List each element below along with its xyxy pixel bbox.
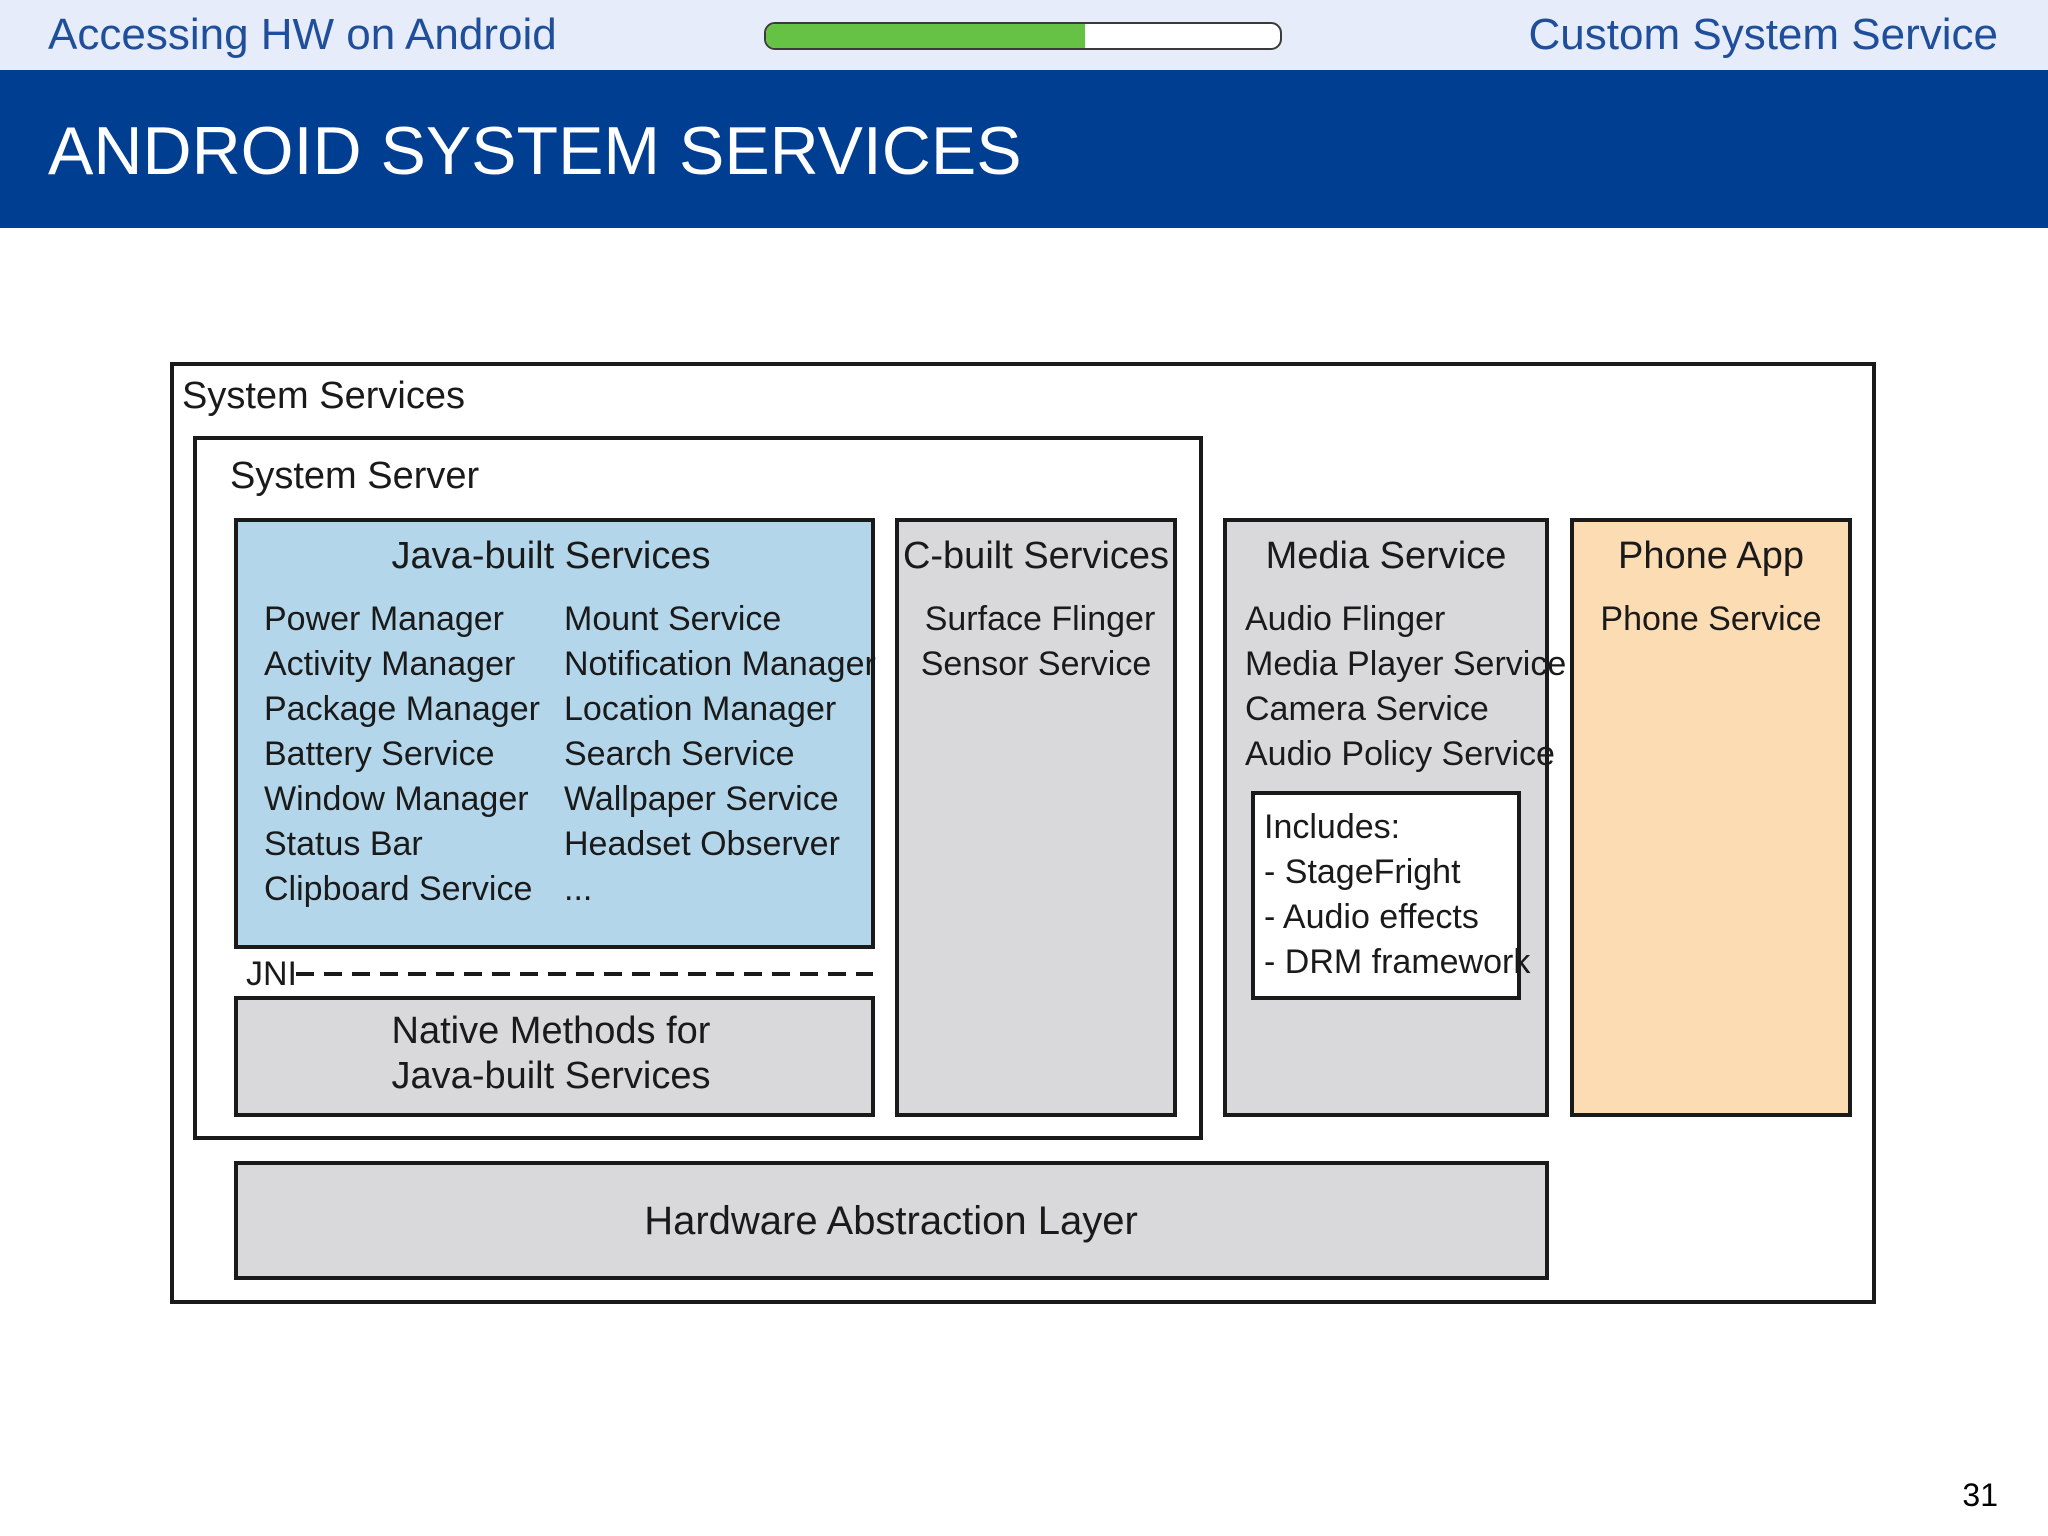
java-service-left-item: Battery Service bbox=[264, 735, 495, 773]
media-include-item: - StageFright bbox=[1264, 853, 1461, 891]
media-service-item: Camera Service bbox=[1245, 690, 1489, 728]
media-service-title: Media Service bbox=[1266, 535, 1507, 577]
c-services-box bbox=[895, 518, 1177, 1117]
java-service-right-item: Wallpaper Service bbox=[564, 780, 839, 818]
java-service-left-item: Power Manager bbox=[264, 600, 504, 638]
section-title: Custom System Service bbox=[1528, 10, 1998, 59]
c-services-item: Surface Flinger bbox=[925, 600, 1156, 638]
media-includes-box bbox=[1251, 791, 1521, 1000]
page-number: 31 bbox=[1962, 1477, 1998, 1513]
java-service-left-item: Status Bar bbox=[264, 825, 423, 863]
progress-bar bbox=[764, 22, 1282, 50]
phone-app-box bbox=[1570, 518, 1852, 1117]
media-include-item: Includes: bbox=[1264, 808, 1400, 846]
native-methods-line-2: Java-built Services bbox=[392, 1055, 711, 1097]
java-service-right-item: Search Service bbox=[564, 735, 795, 773]
media-includes-list: Includes: - StageFright - Audio effects - D… bbox=[1264, 808, 1531, 981]
hal-box bbox=[234, 1161, 1549, 1280]
java-service-right-item: Notification Manager bbox=[564, 645, 876, 683]
phone-app-item: Phone Service bbox=[1600, 600, 1821, 638]
presentation-title: Accessing HW on Android bbox=[48, 10, 557, 59]
native-methods-line-1: Native Methods for bbox=[392, 1010, 711, 1052]
progress-fill bbox=[766, 24, 1085, 48]
slide-title: ANDROID SYSTEM SERVICES bbox=[48, 113, 1022, 189]
java-services-box bbox=[234, 518, 875, 949]
java-service-left-item: Clipboard Service bbox=[264, 870, 532, 908]
java-service-left-item: Activity Manager bbox=[264, 645, 515, 683]
media-service-item: Media Player Service bbox=[1245, 645, 1566, 683]
java-services-title: Java-built Services bbox=[392, 535, 711, 577]
c-services-item: Sensor Service bbox=[921, 645, 1152, 683]
media-include-item: - DRM framework bbox=[1264, 943, 1531, 981]
media-service-item: Audio Policy Service bbox=[1245, 735, 1555, 773]
media-service-item: Audio Flinger bbox=[1245, 600, 1445, 638]
c-services-title: C-built Services bbox=[903, 535, 1169, 577]
java-service-right-item: Location Manager bbox=[564, 690, 836, 728]
title-band: ANDROID SYSTEM SERVICES bbox=[0, 70, 2048, 228]
java-service-right-item: Headset Observer bbox=[564, 825, 840, 863]
hal-label: Hardware Abstraction Layer bbox=[644, 1199, 1138, 1243]
java-service-right-item: ... bbox=[564, 870, 592, 908]
system-server-label: System Server bbox=[230, 455, 480, 497]
java-service-left-item: Package Manager bbox=[264, 690, 540, 728]
header-band: Accessing HW on Android Custom System Se… bbox=[0, 0, 2048, 70]
system-services-label: System Services bbox=[182, 375, 465, 417]
media-include-item: - Audio effects bbox=[1264, 898, 1479, 936]
phone-app-title: Phone App bbox=[1618, 535, 1804, 577]
java-service-left-item: Window Manager bbox=[264, 780, 529, 818]
native-methods-box bbox=[234, 996, 875, 1117]
jni-label: JNI bbox=[246, 955, 297, 993]
java-service-right-item: Mount Service bbox=[564, 600, 781, 638]
